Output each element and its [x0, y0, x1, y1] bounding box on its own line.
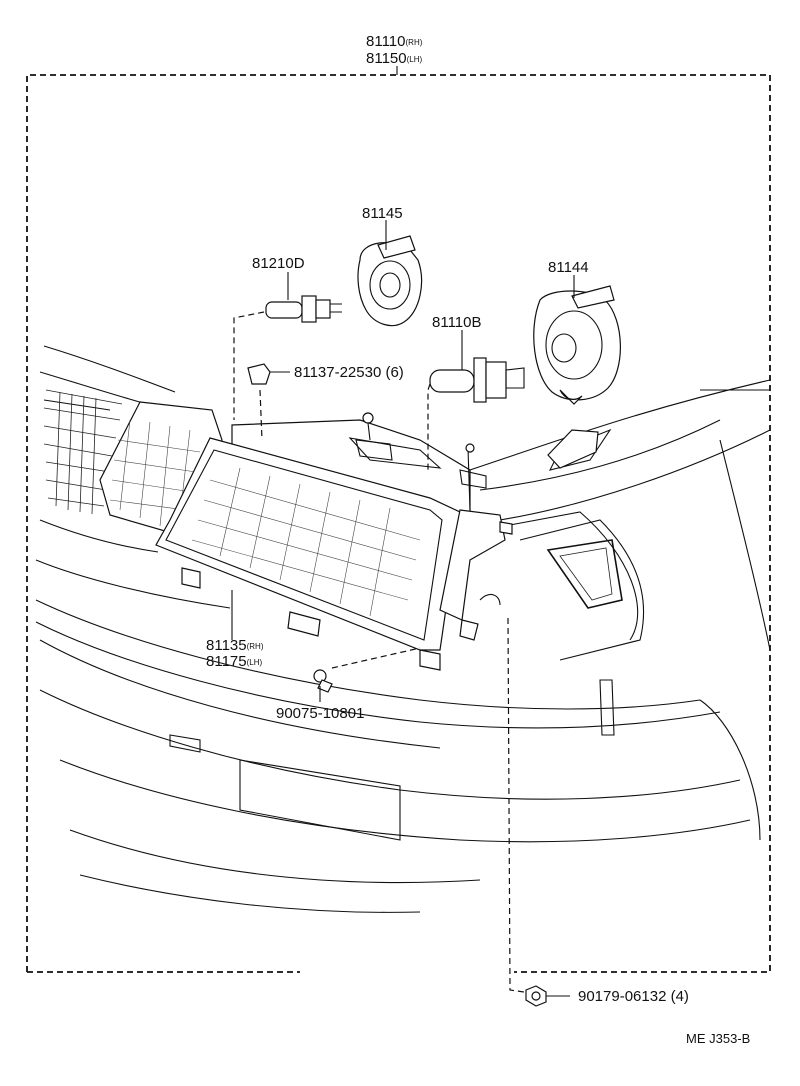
screw-90075-10801	[313, 647, 421, 702]
callout-81110B: 81110B	[432, 314, 482, 331]
callout-90075-10801: 90075-10801	[276, 705, 364, 722]
callout-90179-06132: 90179-06132 (4)	[578, 988, 689, 1005]
assembly-part-lh: 81150	[366, 50, 407, 67]
assembly-boundary	[26, 74, 771, 973]
svg-text:81175(LH): 81175(LH)	[206, 653, 263, 670]
drawing-code: ME J353-B	[686, 1031, 750, 1046]
assembly-part-rh: 81110	[366, 33, 406, 50]
assembly-tag-rh: (RH)	[406, 38, 423, 47]
svg-text:81150(LH): 81150(LH)	[366, 50, 423, 67]
clip-81137-22530	[247, 363, 290, 441]
assembly-tag-lh: (LH)	[407, 55, 423, 64]
callout-81137-22530: 81137-22530 (6)	[294, 364, 404, 381]
assembly-label: 81110(RH) 81150(LH)	[366, 33, 423, 75]
callout-81210D: 81210D	[252, 255, 305, 272]
nut-90179-06132	[507, 617, 570, 1007]
callout-81144: 81144	[548, 259, 589, 276]
lens-unit-label: 81135(RH) 81175(LH)	[206, 637, 264, 670]
bulb-socket-cover-81145	[357, 220, 423, 327]
lens-part-lh: 81175	[206, 653, 247, 670]
headlamp-housing	[99, 401, 513, 671]
lens-tag-lh: (LH)	[247, 658, 263, 667]
parking-bulb-81210D	[233, 272, 342, 420]
vehicle-body-outline	[35, 345, 771, 913]
callout-81145: 81145	[362, 205, 403, 222]
lens-tag-rh: (RH)	[247, 642, 264, 651]
lens-part-rh: 81135	[206, 637, 247, 654]
headlamp-bulb-81110B	[427, 330, 525, 470]
headlamp-socket-cover-81144	[533, 275, 621, 405]
svg-text:81110(RH): 81110(RH)	[366, 33, 423, 50]
svg-text:81135(RH): 81135(RH)	[206, 637, 264, 654]
